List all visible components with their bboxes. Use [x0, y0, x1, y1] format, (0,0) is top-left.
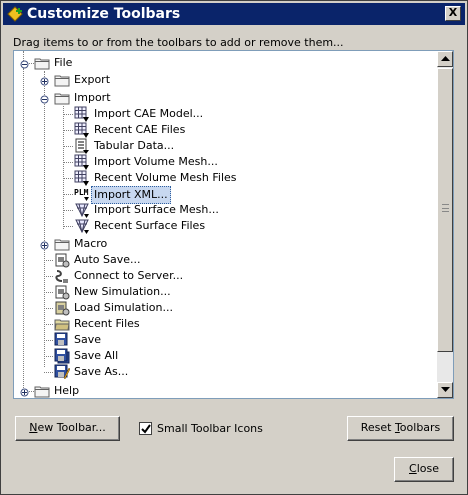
small-toolbar-icons-label: Small Toolbar Icons	[157, 422, 263, 435]
tree-connector	[64, 226, 73, 227]
tree-item-label: Macro	[74, 237, 108, 250]
new-simulation-icon	[54, 284, 70, 300]
tree-item-label: Import Volume Mesh...	[94, 155, 218, 168]
window-title: Customize Toolbars	[27, 6, 181, 22]
grip-icon	[442, 204, 449, 212]
recent-volume-mesh-icon	[74, 170, 90, 186]
tree-connector	[64, 114, 73, 115]
tree-connector	[44, 71, 45, 367]
import-cae-icon	[74, 106, 90, 122]
tree-connector	[23, 51, 24, 63]
folder-icon	[34, 383, 50, 398]
recent-files-icon	[54, 316, 70, 332]
tree-connector	[44, 308, 53, 309]
tree-connector	[44, 292, 53, 293]
tree-item-label: Import	[74, 91, 111, 104]
expand-toggle-icon[interactable]	[40, 76, 49, 86]
load-simulation-icon	[54, 300, 70, 316]
reset-toolbars-button[interactable]: Reset Toolbars	[347, 416, 454, 441]
tree-connector	[24, 63, 34, 64]
tree-connector	[64, 210, 73, 211]
close-icon: X	[448, 6, 458, 19]
tree-connector	[44, 276, 53, 277]
collapse-toggle-icon[interactable]	[40, 94, 49, 104]
tree-item-label: Recent Surface Files	[94, 219, 206, 232]
tree-item-label: Recent Volume Mesh Files	[94, 171, 237, 184]
title-bar[interactable]: Customize Toolbars X	[3, 3, 465, 25]
tree-connector	[44, 340, 53, 341]
connect-server-icon	[54, 268, 70, 284]
tree-connector	[64, 130, 73, 131]
folder-icon	[54, 72, 70, 88]
app-logo-icon	[7, 6, 23, 22]
tree-item-label: Import CAE Model...	[94, 107, 204, 120]
scroll-thumb[interactable]	[437, 68, 453, 352]
tree-item-label: File	[54, 56, 73, 69]
tree-item-label: Load Simulation...	[74, 301, 173, 314]
recent-surface-icon	[74, 218, 90, 234]
save-all-icon	[54, 348, 70, 364]
expand-toggle-icon[interactable]	[40, 240, 49, 250]
tree-item-label: New Simulation...	[74, 285, 171, 298]
tree-connector	[44, 324, 53, 325]
save-icon	[54, 332, 70, 348]
tree-connector	[64, 194, 73, 195]
tree-connector	[63, 106, 64, 229]
close-button[interactable]: Close	[394, 457, 454, 482]
instructions-text: Drag items to or from the toolbars to ad…	[13, 36, 344, 49]
svg-text:PLM: PLM	[74, 188, 89, 197]
tree-item-label: Auto Save...	[74, 253, 141, 266]
tree-item-label: Export	[74, 73, 111, 86]
folder-icon	[34, 55, 50, 71]
tree-connector	[44, 356, 53, 357]
tree-item-label: Recent CAE Files	[94, 123, 186, 136]
arrow-down-icon	[441, 387, 450, 392]
scroll-up-button[interactable]	[437, 51, 453, 67]
checkbox-box[interactable]	[139, 422, 152, 435]
tree-item-label: Import Surface Mesh...	[94, 203, 219, 216]
tree-connector	[44, 260, 53, 261]
checkmark-icon	[141, 424, 151, 434]
tree-connector	[44, 372, 53, 373]
folder-icon	[54, 236, 70, 252]
expand-toggle-icon[interactable]	[20, 387, 29, 397]
tree-item-label: Help	[54, 384, 80, 397]
tree-item-label: Save As...	[74, 365, 129, 378]
collapse-toggle-icon[interactable]	[20, 59, 29, 69]
volume-mesh-icon	[74, 154, 90, 170]
tree-item-label: Tabular Data...	[94, 139, 175, 152]
tree-item-label: Recent Files	[74, 317, 140, 330]
tree-connector	[64, 178, 73, 179]
folder-icon	[54, 90, 70, 106]
tabular-data-icon	[74, 138, 90, 154]
tree-item-label: Connect to Server...	[74, 269, 184, 282]
tree-item-label: Save	[74, 333, 102, 346]
tree-connector	[23, 68, 24, 392]
auto-save-icon	[54, 252, 70, 268]
new-toolbar-button[interactable]: New Toolbar...	[15, 416, 120, 441]
tree-connector	[64, 162, 73, 163]
tree-scrollbar[interactable]	[437, 51, 453, 398]
tree-item-label: Import XML...	[91, 186, 171, 204]
window-close-button[interactable]: X	[445, 6, 461, 21]
surface-mesh-icon	[74, 202, 90, 218]
tree-connector	[64, 146, 73, 147]
save-as-icon	[54, 364, 71, 380]
plm-xml-icon: PLM	[74, 186, 90, 202]
scroll-down-button[interactable]	[437, 382, 453, 398]
tree-item-label: Save All	[74, 349, 119, 362]
arrow-up-icon	[441, 56, 450, 61]
recent-cae-icon	[74, 122, 90, 138]
tree-connector	[24, 391, 34, 392]
